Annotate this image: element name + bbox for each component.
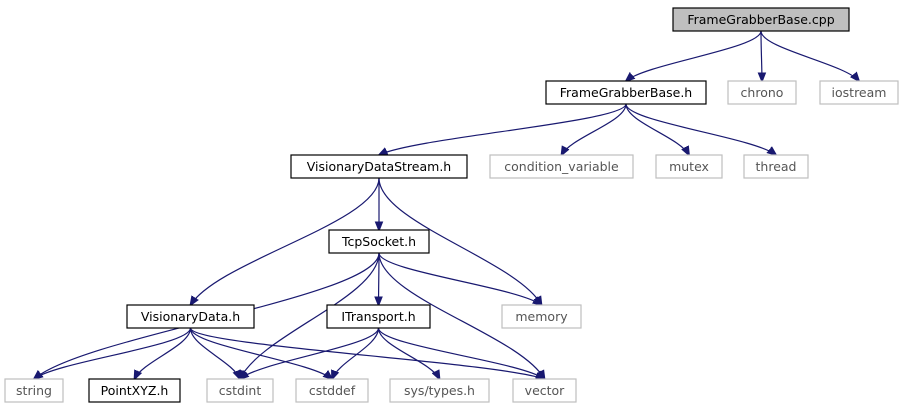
- node-tcpsocket-h[interactable]: TcpSocket.h: [328, 229, 430, 254]
- node-box: [655, 154, 723, 179]
- node-box: [389, 378, 490, 403]
- node-thread: thread: [743, 154, 809, 179]
- node-pointxyz-h[interactable]: PointXYZ.h: [88, 378, 181, 403]
- node-box: [88, 378, 181, 403]
- edges: [34, 30, 859, 379]
- edge-visionarydatastream-h-to-memory: [378, 177, 542, 305]
- edge-visionarydata-h-to-string: [34, 327, 192, 379]
- edge-visionarydatastream-h-to-visionarydata-h: [191, 177, 380, 305]
- edge-itransport-h-to-cstdint: [240, 327, 380, 379]
- node-label: iostream: [832, 85, 887, 100]
- node-cstddef: cstddef: [295, 378, 369, 403]
- node-memory: memory: [501, 304, 582, 329]
- edge-visionarydata-h-to-vector: [189, 327, 545, 379]
- edge-framegrabberbase-h-to-mutex: [625, 103, 689, 155]
- node-box: [489, 154, 634, 179]
- node-box: [328, 229, 430, 254]
- node-iostream: iostream: [819, 80, 899, 105]
- edge-tcpsocket-h-to-memory: [378, 252, 542, 305]
- node-label: cstdint: [219, 383, 262, 398]
- edge-visionarydata-h-to-pointxyz-h: [135, 327, 192, 379]
- node-label: VisionaryDataStream.h: [307, 159, 451, 174]
- node-label: sys/types.h: [404, 383, 475, 398]
- edge-itransport-h-to-sys-types-h: [377, 327, 440, 379]
- node-vector: vector: [512, 378, 577, 403]
- node-sys-types-h: sys/types.h: [389, 378, 490, 403]
- node-label: memory: [515, 309, 568, 324]
- node-label: cstddef: [309, 383, 356, 398]
- node-label: FrameGrabberBase.h: [560, 85, 692, 100]
- edge-framegrabberbase-h-to-condition-variable: [562, 103, 627, 155]
- edge-itransport-h-to-vector: [377, 327, 545, 379]
- node-label: ITransport.h: [341, 309, 415, 324]
- edge-root-to-iostream: [760, 30, 859, 81]
- node-label: chrono: [741, 85, 784, 100]
- node-box: [4, 378, 64, 403]
- node-framegrabberbase-h[interactable]: FrameGrabberBase.h: [545, 80, 707, 105]
- node-box: [206, 378, 274, 403]
- node-itransport-h[interactable]: ITransport.h: [326, 304, 431, 329]
- node-box: [545, 80, 707, 105]
- node-mutex: mutex: [655, 154, 723, 179]
- node-label: VisionaryData.h: [141, 309, 240, 324]
- node-box: [295, 378, 369, 403]
- edge-itransport-h-to-cstddef: [332, 327, 380, 379]
- node-box: [819, 80, 899, 105]
- node-label: string: [16, 383, 52, 398]
- node-box: [672, 7, 850, 32]
- node-condition-variable: condition_variable: [489, 154, 634, 179]
- node-label: vector: [525, 383, 566, 398]
- node-box: [512, 378, 577, 403]
- node-label: TcpSocket.h: [341, 234, 416, 249]
- node-box: [501, 304, 582, 329]
- node-label: mutex: [669, 159, 709, 174]
- node-label: PointXYZ.h: [101, 383, 169, 398]
- node-visionarydatastream-h[interactable]: VisionaryDataStream.h: [290, 154, 468, 179]
- node-box: [727, 80, 797, 105]
- node-box: [126, 304, 255, 329]
- node-box: [326, 304, 431, 329]
- node-label: FrameGrabberBase.cpp: [687, 12, 834, 27]
- edge-tcpsocket-h-to-cstdint: [240, 252, 380, 379]
- edge-root-to-framegrabberbase-h: [626, 30, 762, 81]
- node-box: [290, 154, 468, 179]
- node-chrono: chrono: [727, 80, 797, 105]
- edge-visionarydata-h-to-cstdint: [189, 327, 241, 379]
- node-label: thread: [756, 159, 797, 174]
- edge-visionarydata-h-to-cstddef: [189, 327, 333, 379]
- edge-tcpsocket-h-to-itransport-h: [379, 252, 380, 305]
- node-box: [743, 154, 809, 179]
- node-root[interactable]: FrameGrabberBase.cpp: [672, 7, 850, 32]
- edge-framegrabberbase-h-to-thread: [625, 103, 776, 155]
- edge-root-to-chrono: [761, 30, 762, 81]
- node-cstdint: cstdint: [206, 378, 274, 403]
- node-label: condition_variable: [504, 159, 619, 174]
- edge-framegrabberbase-h-to-visionarydatastream-h: [379, 103, 627, 155]
- edge-tcpsocket-h-to-vector: [378, 252, 545, 379]
- node-string: string: [4, 378, 64, 403]
- node-visionarydata-h[interactable]: VisionaryData.h: [126, 304, 255, 329]
